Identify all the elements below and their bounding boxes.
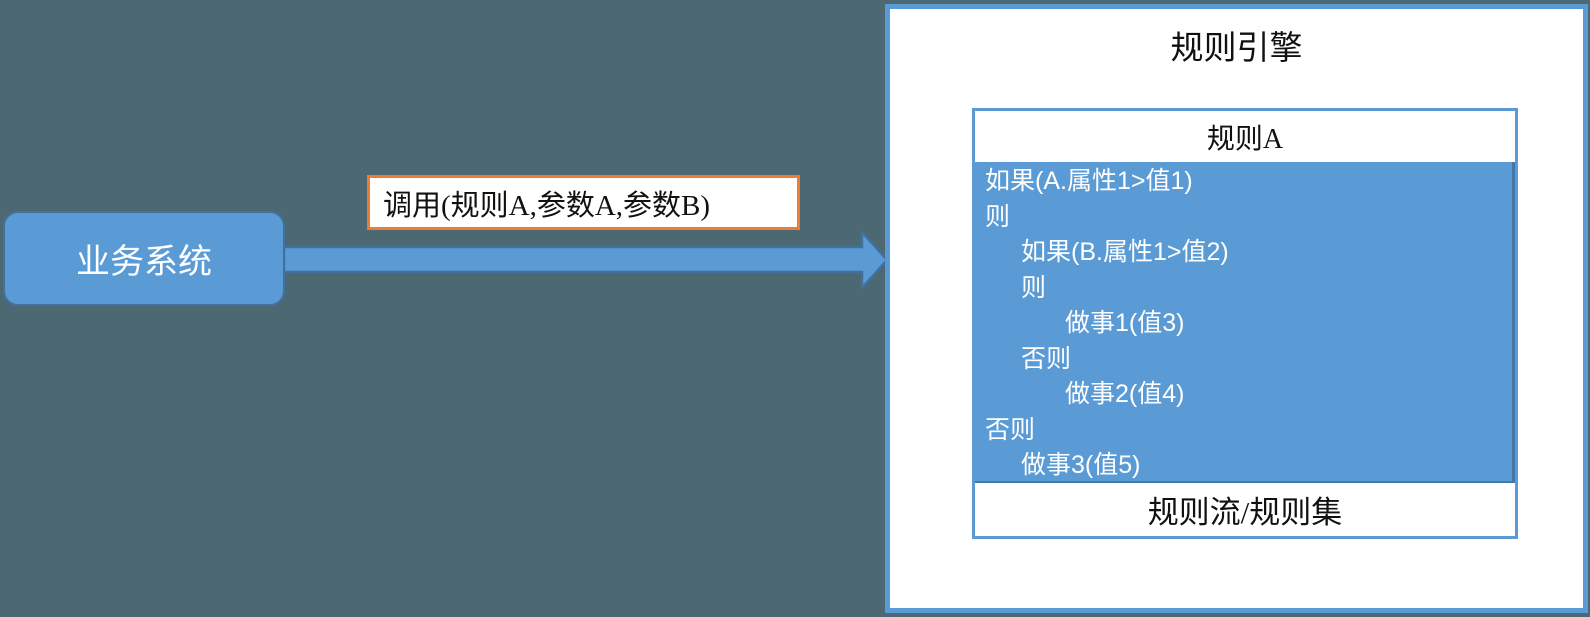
business-system-label: 业务系统	[76, 244, 212, 281]
business-system-box: 业务系统	[3, 211, 285, 306]
rule-footer: 规则流/规则集	[975, 483, 1515, 536]
call-label-box: 调用(规则A,参数A,参数B)	[367, 175, 800, 230]
rule-header: 规则A	[975, 111, 1515, 162]
rule-body-line: 如果(A.属性1>值1)	[985, 167, 1193, 195]
rule-body-line: 否则	[985, 415, 1036, 444]
rule-body-line: 则	[1021, 273, 1047, 302]
rule-body-line: 则	[985, 202, 1011, 231]
rule-body-line: 做事2(值4)	[1065, 380, 1185, 408]
rule-engine-panel: 规则引擎 规则A 如果(A.属性1>值1)则如果(B.属性1>值2)则做事1(值…	[885, 4, 1588, 613]
rule-box: 规则A 如果(A.属性1>值1)则如果(B.属性1>值2)则做事1(值3)否则做…	[972, 108, 1518, 539]
rule-engine-title: 规则引擎	[1170, 31, 1303, 67]
call-label-text: 调用(规则A,参数A,参数B)	[383, 189, 711, 222]
call-arrow-shape	[283, 230, 889, 290]
rule-body: 如果(A.属性1>值1)则如果(B.属性1>值2)则做事1(值3)否则做事2(值…	[975, 162, 1515, 483]
rule-body-line: 否则	[1021, 344, 1072, 373]
call-arrow-icon	[283, 230, 889, 290]
rule-body-line: 如果(B.属性1>值2)	[1021, 238, 1229, 266]
rule-body-line: 做事1(值3)	[1065, 309, 1185, 337]
rule-body-line: 做事3(值5)	[1021, 451, 1141, 479]
